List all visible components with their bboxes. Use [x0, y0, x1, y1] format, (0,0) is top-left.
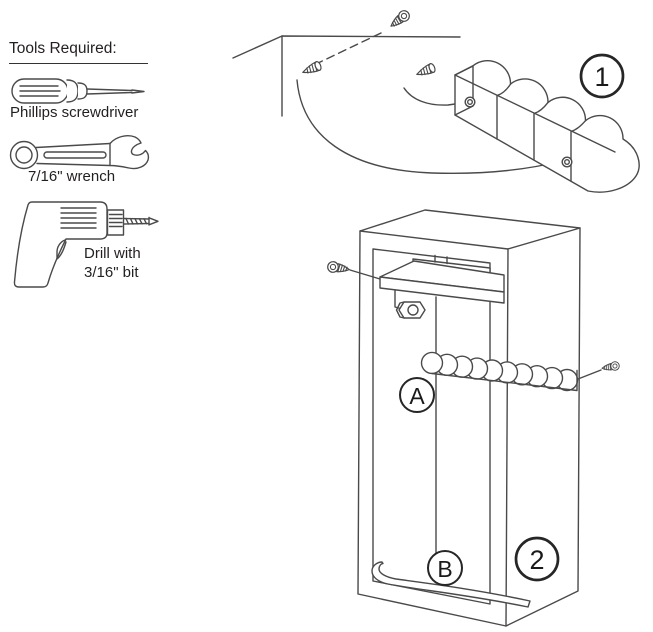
power-drill-icon: [13, 201, 159, 288]
phillips-screwdriver-icon: [11, 78, 145, 104]
step-1-number: 1: [594, 62, 609, 92]
wall-corner: [232, 35, 461, 117]
motion-arc-short: [403, 87, 463, 106]
step1-wall-mount-diagram: 1: [232, 7, 640, 193]
step-1-badge: 1: [579, 53, 625, 99]
part-b-badge: B: [427, 550, 463, 586]
scalloped-rack: [454, 59, 640, 193]
base-rest-plate: [371, 561, 531, 608]
shelf-front-edge: [379, 276, 505, 304]
tool-label-drill: Drill with 3/16" bit: [84, 244, 141, 282]
shelf-screw-icon: [326, 260, 351, 276]
rack-hole: [464, 96, 476, 108]
part-a-badge: A: [399, 377, 435, 413]
screw-guide-dashed-line: [315, 32, 382, 65]
hex-nut-icon: [395, 301, 426, 319]
part-a-label: A: [409, 383, 425, 409]
tool-label-drill-line1: Drill with: [84, 245, 141, 262]
wall-screw-icon: [414, 62, 437, 80]
step-2-badge: 2: [514, 536, 560, 582]
rack-screw-icon: [600, 360, 621, 373]
motion-arc-long: [296, 79, 563, 175]
rack-screw-leader: [577, 369, 602, 380]
shelf-assembly: [379, 254, 505, 319]
drill-trigger: [56, 239, 67, 260]
barrel-rest-rack: [420, 351, 579, 392]
cabinet-outline: [357, 209, 581, 627]
wall-screw-icon: [300, 60, 323, 78]
tools-title: Tools Required:: [9, 40, 148, 64]
shelf-screw-leader: [349, 269, 381, 280]
tools-required-panel: Tools Required: Phillips screwdriver 7/1…: [0, 30, 210, 300]
open-end-wrench-icon: [9, 135, 150, 170]
tool-label-wrench: 7/16" wrench: [28, 168, 116, 185]
cabinet-opening: [372, 248, 491, 605]
part-b-label: B: [437, 556, 452, 582]
step2-cabinet-diagram: A B 2: [326, 209, 621, 627]
step-2-number: 2: [529, 545, 544, 575]
rack-hole: [561, 156, 573, 168]
tool-label-drill-line2: 3/16" bit: [84, 264, 139, 281]
tool-label-screwdriver: Phillips screwdriver: [10, 104, 139, 121]
mounting-screw-icon: [387, 7, 413, 31]
